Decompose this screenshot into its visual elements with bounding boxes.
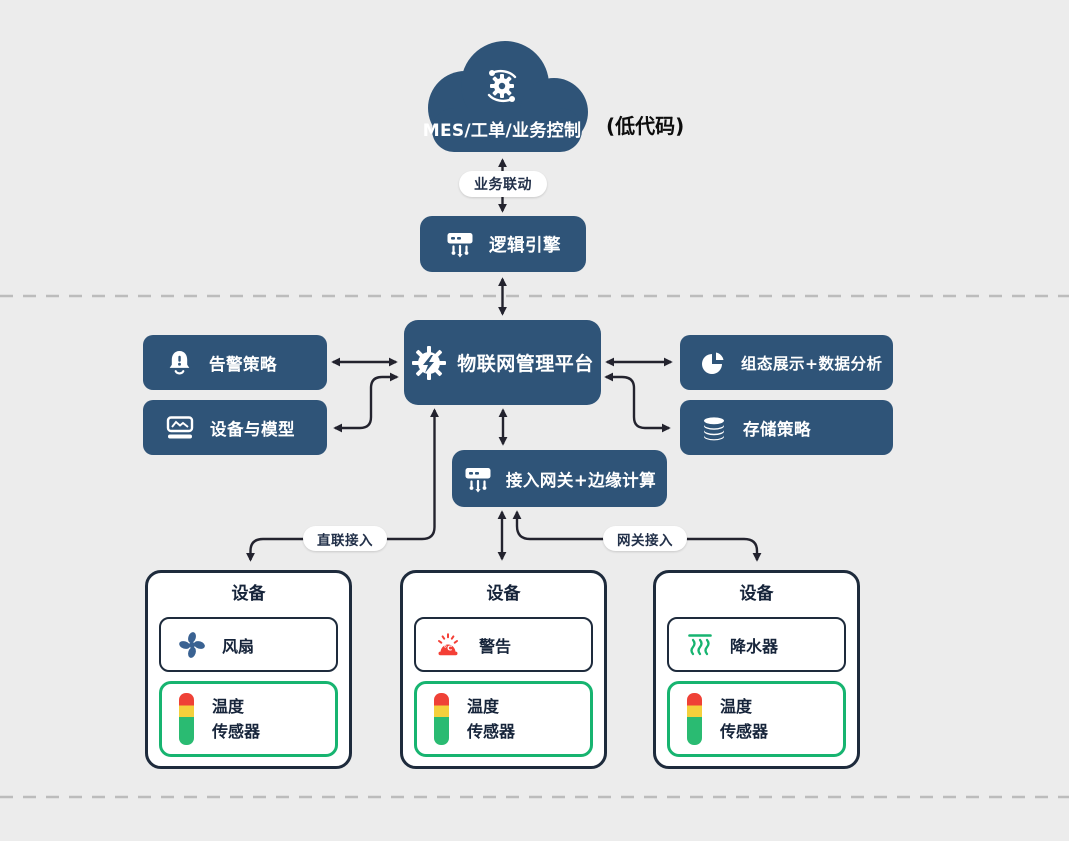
iot-chip-icon <box>412 345 447 380</box>
traffic-light-icon <box>687 693 702 745</box>
device-box-fan: 风扇 <box>159 617 338 672</box>
sensor-label: 温度 传感器 <box>212 694 260 744</box>
traffic-light-icon <box>434 693 449 745</box>
sensor-label-line: 温度 <box>720 697 753 716</box>
sensor-label: 温度 传感器 <box>467 694 515 744</box>
node-gateway-edge: 接入网关+边缘计算 <box>452 450 667 507</box>
sensor-box: 温度 传感器 <box>414 681 593 757</box>
node-label: 存储策略 <box>743 419 811 439</box>
device-model-icon <box>166 415 194 438</box>
link-label-direct-access: 直联接入 <box>303 526 387 551</box>
node-dashboard-analytics: 组态展示+数据分析 <box>680 335 893 390</box>
automation-gears-icon <box>487 69 517 103</box>
sensor-label-line: 温度 <box>467 697 500 716</box>
device-label: 警告 <box>479 636 512 656</box>
device-label: 降水器 <box>730 636 779 656</box>
fan-icon <box>179 631 205 658</box>
node-logic-engine: 逻辑引擎 <box>420 216 586 272</box>
device-card-fan: 设备 风扇 温度 传感器 <box>145 570 352 769</box>
traffic-light-icon <box>179 693 194 745</box>
node-label: 接入网关+边缘计算 <box>505 470 657 490</box>
hub-icon <box>447 233 473 258</box>
sensor-box: 温度 传感器 <box>159 681 338 757</box>
node-alarm-policy: 告警策略 <box>143 335 327 390</box>
device-card-alarm: 设备 °C 警告 温度 传感器 <box>400 570 607 769</box>
device-label: 风扇 <box>222 636 255 656</box>
node-label: 物联网管理平台 <box>457 353 594 375</box>
svg-text:°C: °C <box>444 644 453 652</box>
device-box-alarm: °C 警告 <box>414 617 593 672</box>
link-label-business: 业务联动 <box>459 171 547 197</box>
device-card-title: 设备 <box>231 584 266 604</box>
pie-chart-icon <box>702 352 724 374</box>
sensor-label-line: 传感器 <box>720 722 769 741</box>
node-storage-policy: 存储策略 <box>680 400 893 455</box>
link-label-gateway-access: 网关接入 <box>603 526 687 551</box>
alert-bell-icon <box>169 350 190 375</box>
device-box-sprinkler: 降水器 <box>667 617 846 672</box>
hub-icon <box>465 467 491 492</box>
alarm-light-icon: °C <box>438 632 458 655</box>
node-device-model: 设备与模型 <box>143 400 327 455</box>
node-label: 逻辑引擎 <box>489 235 561 256</box>
device-card-title: 设备 <box>739 584 774 604</box>
database-icon <box>704 416 724 440</box>
sensor-box: 温度 传感器 <box>667 681 846 757</box>
low-code-note: (低代码) <box>606 114 685 138</box>
sensor-label-line: 温度 <box>212 697 245 716</box>
cloud-node-mes: MES/工单/业务控制 <box>402 30 602 156</box>
device-card-title: 设备 <box>486 584 521 604</box>
node-label: 设备与模型 <box>210 419 295 439</box>
sensor-label-line: 传感器 <box>212 722 261 741</box>
node-label: 组态展示+数据分析 <box>741 354 883 373</box>
sensor-label-line: 传感器 <box>467 722 516 741</box>
node-iot-platform: 物联网管理平台 <box>404 320 601 405</box>
device-card-sprinkler: 设备 降水器 温度 传感器 <box>653 570 860 769</box>
node-label: 告警策略 <box>209 354 277 374</box>
cloud-label: MES/工单/业务控制 <box>422 121 582 141</box>
sensor-label: 温度 传感器 <box>720 694 768 744</box>
steam-waves-icon <box>688 633 712 655</box>
